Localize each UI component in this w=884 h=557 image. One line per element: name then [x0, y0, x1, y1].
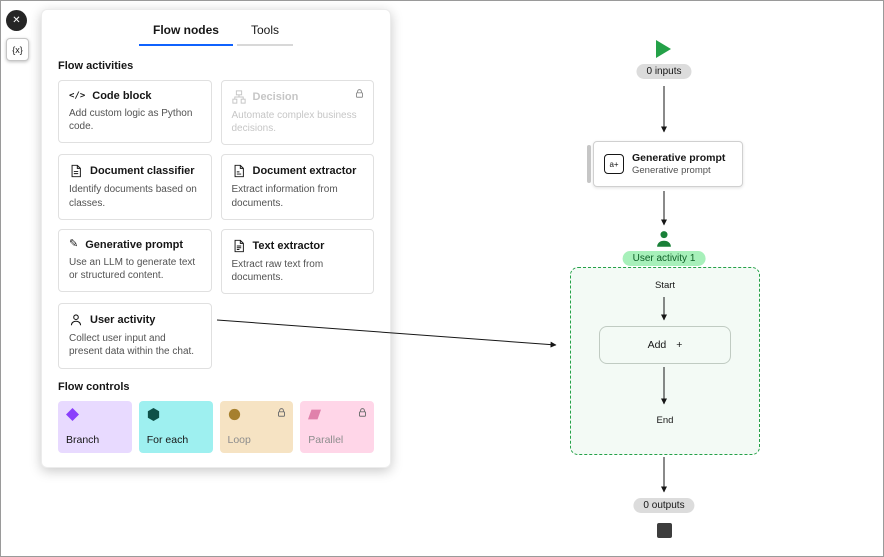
generative-node-text: Generative prompt Generative prompt — [632, 152, 725, 176]
container-end-label: End — [656, 415, 674, 426]
outputs-pill[interactable]: 0 outputs — [633, 498, 695, 513]
card-desc: Extract information from documents. — [231, 184, 338, 209]
generative-prompt-node[interactable]: a+ Generative prompt Generative prompt — [587, 141, 743, 187]
node-card-text-extractor[interactable]: Text extractor Extract raw text from doc… — [220, 228, 374, 295]
tile-label: Parallel — [308, 433, 344, 446]
pencil-icon: ✎ — [69, 238, 79, 251]
card-title: User activity — [90, 314, 156, 327]
control-tile-for-each[interactable]: For each — [138, 400, 213, 453]
tile-label: For each — [146, 433, 189, 446]
lock-icon — [354, 88, 365, 99]
inputs-pill[interactable]: 0 inputs — [636, 64, 692, 79]
document-extractor-icon — [232, 164, 246, 178]
branch-icon — [66, 407, 124, 421]
card-desc: Extract raw text from documents. — [231, 258, 324, 283]
node-palette-panel: Flow nodes Tools Flow activities </> Cod… — [41, 9, 391, 468]
add-node-button[interactable]: Add + — [599, 326, 731, 364]
close-icon: ✕ — [12, 15, 21, 26]
document-classifier-icon — [69, 164, 83, 178]
card-title: Code block — [92, 90, 152, 102]
node-title: Generative prompt — [632, 152, 726, 164]
tab-tools[interactable]: Tools — [236, 14, 293, 46]
plus-icon: + — [676, 339, 683, 351]
tile-label: Branch — [66, 433, 100, 446]
loop-icon — [228, 408, 286, 421]
node-card-document-classifier[interactable]: Document classifier Identify documents b… — [58, 154, 212, 220]
card-desc: Automate complex business decisions. — [231, 110, 357, 135]
control-tiles: Branch For each Loop — [58, 400, 374, 453]
lock-icon — [357, 407, 368, 418]
flow-controls-title: Flow controls — [58, 380, 130, 393]
lock-icon — [276, 407, 287, 418]
flow-activities-title: Flow activities — [58, 60, 134, 72]
card-title: Document classifier — [90, 165, 195, 178]
variables-icon: {x} — [12, 44, 23, 55]
decision-icon — [231, 90, 246, 104]
user-activity-pill[interactable]: User activity 1 — [622, 251, 706, 266]
node-card-generative-prompt[interactable]: ✎ Generative prompt Use an LLM to genera… — [58, 228, 212, 293]
card-title: Text extractor — [252, 239, 325, 252]
user-activity-container[interactable]: Start Add + End — [570, 267, 760, 455]
tab-flow-nodes[interactable]: Flow nodes — [138, 14, 233, 46]
code-icon: </> — [69, 90, 86, 101]
node-card-decision: Decision Automate complex business decis… — [220, 80, 374, 146]
generative-ai-icon: a+ — [604, 154, 624, 174]
user-activity-icon — [69, 313, 83, 327]
for-each-icon — [147, 407, 205, 421]
card-desc: Add custom logic as Python code. — [69, 108, 193, 133]
node-card-code-block[interactable]: </> Code block Add custom logic as Pytho… — [58, 80, 212, 144]
container-start-label: Start — [654, 280, 676, 291]
node-card-user-activity[interactable]: User activity Collect user input and pre… — [58, 303, 212, 369]
card-title: Decision — [252, 91, 299, 103]
control-tile-branch[interactable]: Branch — [58, 400, 132, 453]
control-tile-parallel: Parallel — [300, 400, 374, 453]
card-title: Document extractor — [252, 165, 357, 178]
add-label: Add — [647, 339, 667, 351]
card-desc: Identify documents based on classes. — [69, 184, 197, 209]
node-subtitle: Generative prompt — [632, 165, 711, 176]
flow-start-icon[interactable] — [656, 40, 671, 58]
activity-cards: </> Code block Add custom logic as Pytho… — [58, 80, 374, 369]
card-title: Generative prompt — [85, 238, 184, 251]
card-desc: Use an LLM to generate text or structure… — [69, 256, 196, 281]
control-tile-loop: Loop — [219, 400, 294, 453]
flow-end-icon[interactable] — [657, 523, 672, 538]
palette-body: Flow activities </> Code block Add custo… — [42, 46, 390, 467]
tile-label: Loop — [227, 433, 251, 446]
variables-button[interactable]: {x} — [6, 38, 29, 61]
user-icon — [654, 229, 674, 249]
close-button[interactable]: ✕ — [6, 10, 27, 31]
parallel-icon — [308, 408, 366, 421]
text-extractor-icon — [232, 239, 246, 253]
palette-tabs: Flow nodes Tools — [42, 10, 390, 46]
node-card-document-extractor[interactable]: Document extractor Extract information f… — [220, 154, 374, 220]
card-desc: Collect user input and present data with… — [69, 333, 195, 358]
